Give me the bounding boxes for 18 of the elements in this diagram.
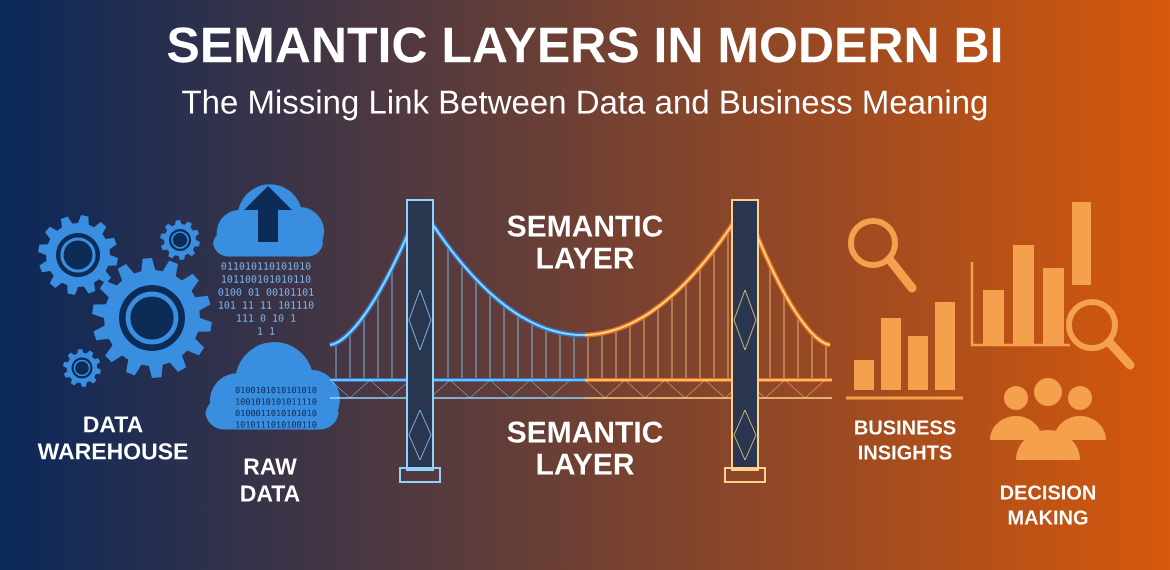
binary-text: 101100101010110 (222, 275, 311, 283)
binary-text: 1 1 (258, 327, 275, 335)
label-text: DATA WAREHOUSE (37, 416, 188, 460)
binary-text: 0100011010101010 (235, 409, 317, 417)
binary-text: 111 0 10 1 (237, 314, 296, 322)
subtitle: The Missing Link Between Data and Business Meaning (182, 89, 987, 121)
binary-text: 0100101010101010 (235, 386, 317, 394)
bridge-label: SEMANTIC LAYER (507, 215, 663, 269)
binary-text: 1001010101011110 (236, 398, 317, 405)
label-text: DECISION MAKING (1001, 485, 1095, 525)
bridge-label: SEMANTIC LAYER (507, 421, 663, 475)
label-text: RAW DATA (241, 458, 300, 502)
binary-text: 1010111010100110 (236, 421, 317, 428)
binary-text: 0100 01 00101101 (218, 288, 314, 296)
binary-text: 011010110101010 (221, 262, 311, 270)
label-text: BUSINESS INSIGHTS (855, 420, 956, 460)
title: SEMANTIC LAYERS IN MODERN BI (167, 27, 1001, 63)
binary-text: 101 11 11 101110 (219, 301, 314, 309)
